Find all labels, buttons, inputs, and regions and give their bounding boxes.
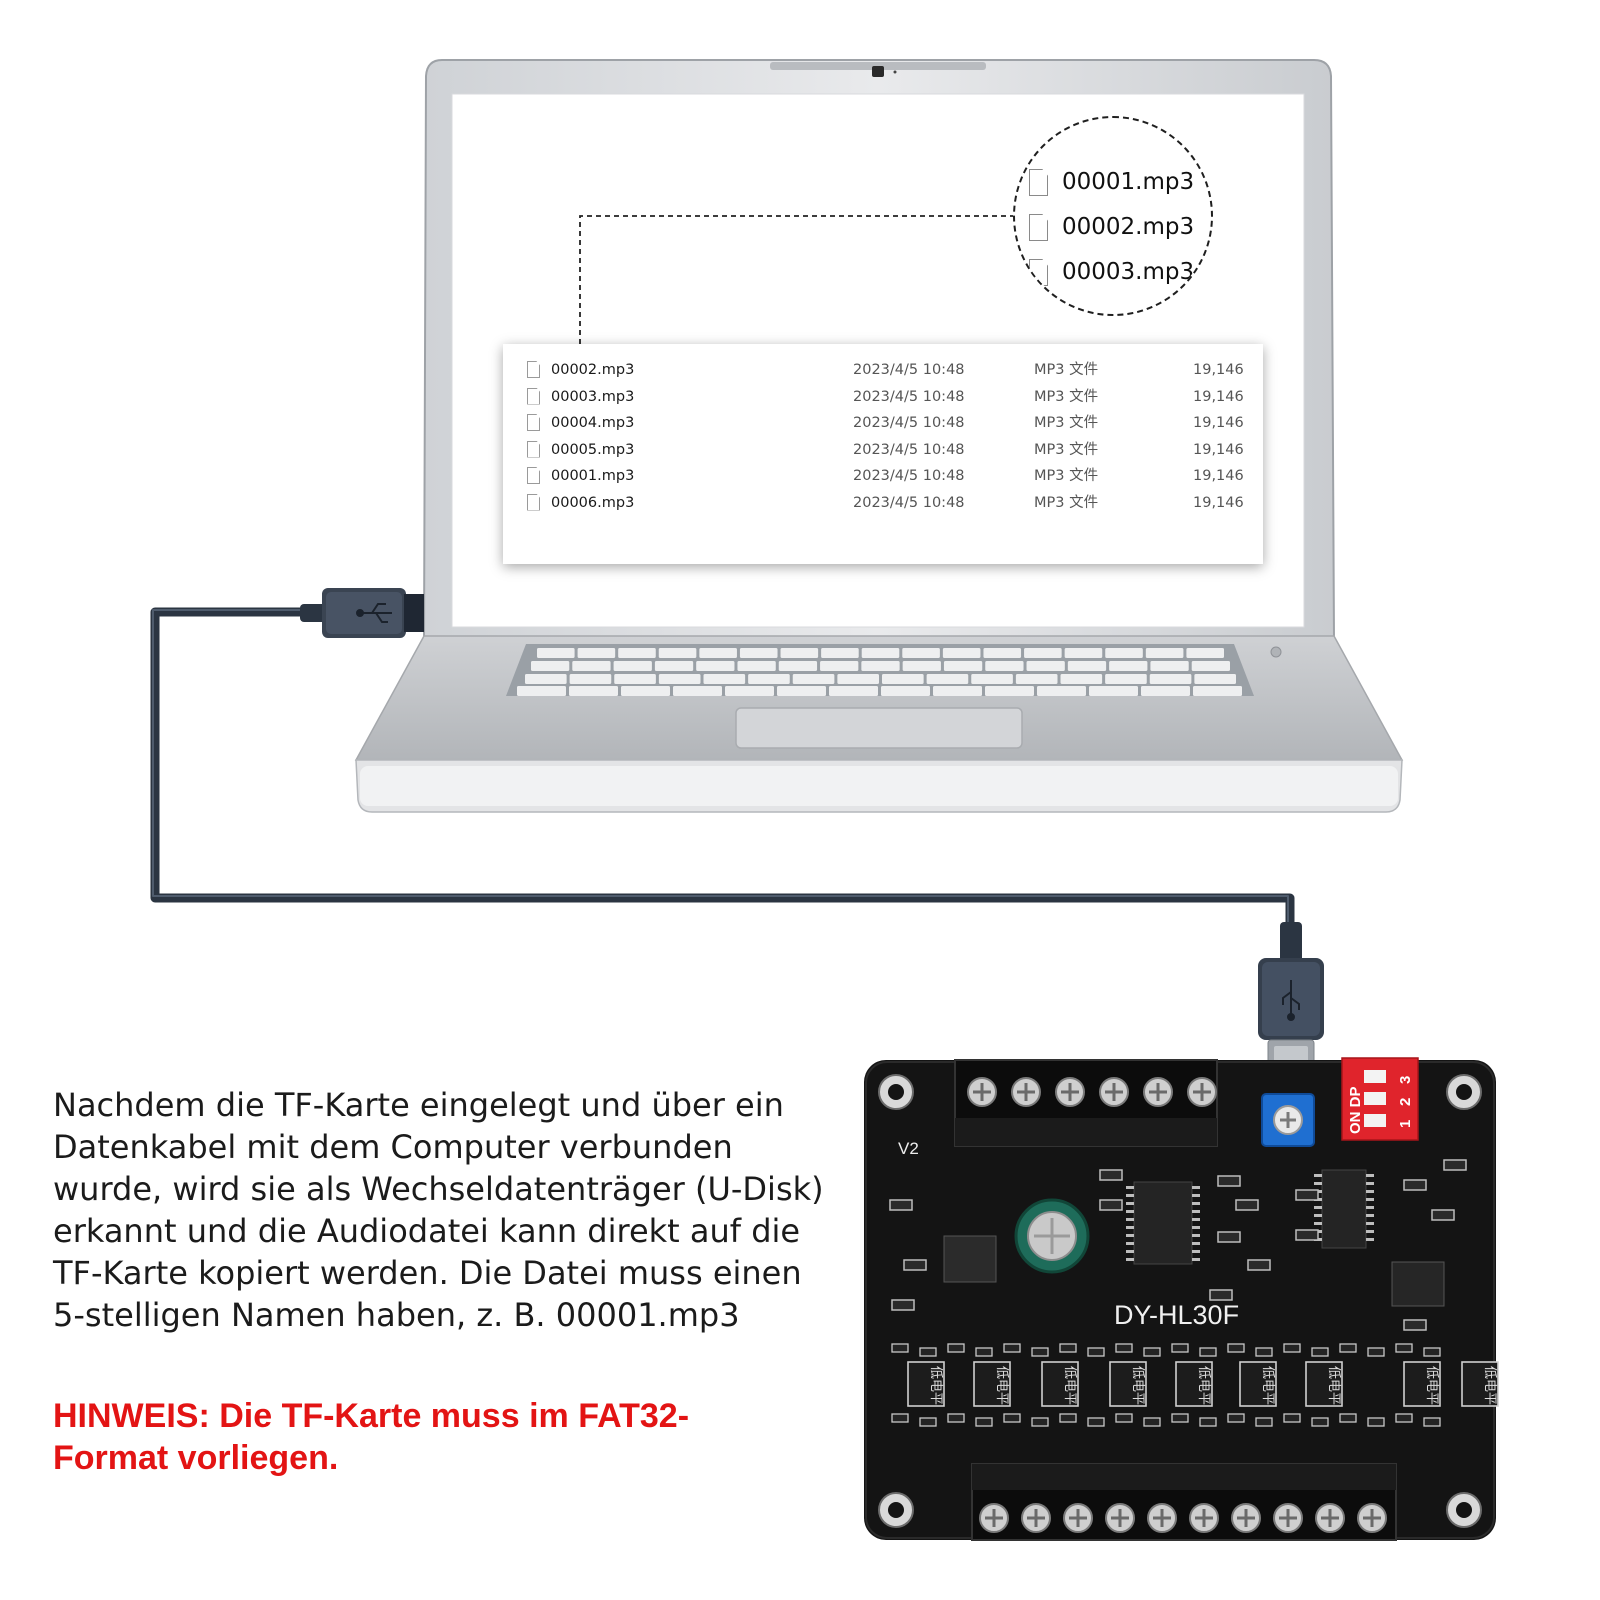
file-size: 19,146: [1193, 441, 1244, 458]
file-name: 00006.mp3: [551, 494, 635, 511]
file-icon: [527, 467, 540, 484]
file-icon: [1029, 169, 1048, 196]
file-type: MP3 文件: [1034, 415, 1099, 431]
input-ic: 低电平: [1109, 1361, 1147, 1407]
file-row[interactable]: 00001.mp3 2023/4/5 10:48 MP3 文件 19,146: [503, 463, 1263, 489]
dip-number-3: 3: [1397, 1076, 1414, 1084]
input-ic: 低电平: [1239, 1361, 1277, 1407]
input-ics: 低电平 低电平 低电平 低电平 低电平 低电平 低电平 低电平 低电平: [907, 1361, 1499, 1407]
dip-number-1: 1: [1397, 1120, 1414, 1128]
file-size: 19,146: [1193, 468, 1244, 484]
ic-label: 低电平: [994, 1366, 1009, 1405]
ic-label: 低电平: [1196, 1366, 1211, 1405]
ic-label: 低电平: [1424, 1366, 1439, 1405]
ic-label: 低电平: [1482, 1366, 1497, 1405]
file-name: 00002.mp3: [551, 362, 635, 378]
zoom-file-row: 00002.mp3: [1015, 207, 1211, 247]
board-version: V2: [898, 1139, 919, 1158]
input-ic: 低电平: [1305, 1361, 1343, 1407]
board-model: DY-HL30F: [1114, 1300, 1239, 1330]
file-icon: [527, 493, 540, 511]
description-text: Nachdem die TF-Karte eingelegt und über …: [53, 1086, 824, 1334]
input-ic: 低电平: [1461, 1361, 1499, 1407]
terminal-screws-top: [967, 1077, 1217, 1107]
dip-number-2: 2: [1397, 1098, 1414, 1106]
file-icon: [1029, 259, 1048, 286]
main-chip: [1133, 1181, 1193, 1265]
file-size: 19,146: [1193, 415, 1244, 431]
file-icon: [527, 414, 540, 431]
file-type: MP3 文件: [1034, 441, 1099, 458]
file-icon: [527, 440, 540, 458]
touchpad: [735, 707, 1023, 749]
ic-label: 低电平: [1062, 1366, 1077, 1405]
file-size: 19,146: [1193, 388, 1244, 405]
file-date: 2023/4/5 10:48: [853, 441, 965, 458]
ic-label: 低电平: [1326, 1366, 1341, 1405]
file-row[interactable]: 00006.mp3 2023/4/5 10:48 MP3 文件 19,146: [503, 490, 1263, 516]
input-ic: 低电平: [973, 1361, 1011, 1407]
file-icon: [527, 361, 540, 378]
file-name: 00001.mp3: [551, 468, 635, 484]
file-date: 2023/4/5 10:48: [853, 494, 965, 511]
file-date: 2023/4/5 10:48: [853, 468, 965, 484]
file-size: 19,146: [1193, 362, 1244, 378]
usb-icon: [356, 603, 392, 623]
file-icon: [527, 387, 540, 405]
zoom-file-name: 00003.mp3: [1062, 259, 1195, 285]
input-ic: 低电平: [1175, 1361, 1213, 1407]
file-type: MP3 文件: [1034, 468, 1099, 484]
file-type: MP3 文件: [1034, 494, 1099, 511]
dip-label: ON DP: [1347, 1086, 1364, 1134]
file-icon: [1029, 214, 1048, 241]
zoom-connector: [579, 215, 1015, 365]
file-type: MP3 文件: [1034, 362, 1099, 378]
keyboard: [517, 648, 1242, 696]
file-name: 00005.mp3: [551, 441, 635, 458]
note-text: HINWEIS: Die TF-Karte muss im FAT32-Form…: [53, 1397, 690, 1477]
input-ic: 低电平: [1403, 1361, 1441, 1407]
file-row[interactable]: 00004.mp3 2023/4/5 10:48 MP3 文件 19,146: [503, 410, 1263, 436]
file-date: 2023/4/5 10:48: [853, 362, 965, 378]
file-size: 19,146: [1193, 494, 1244, 511]
terminal-screws-bottom: [979, 1503, 1387, 1533]
input-ic: 低电平: [1041, 1361, 1079, 1407]
usb-icon-plug: [1282, 980, 1300, 1021]
smd-components: [889, 1159, 1467, 1427]
power-button-icon: [1270, 646, 1282, 658]
zoom-file-row: 00003.mp3: [1015, 252, 1211, 292]
ic-label: 低电平: [928, 1366, 943, 1405]
webcam-icon: [872, 66, 884, 77]
zoom-file-name: 00001.mp3: [1062, 169, 1195, 195]
file-name: 00004.mp3: [551, 415, 635, 431]
amp-chip: [1321, 1169, 1367, 1249]
zoom-file-row: 00001.mp3: [1015, 162, 1211, 202]
zoom-file-name: 00002.mp3: [1062, 214, 1195, 240]
ic-label: 低电平: [1130, 1366, 1145, 1405]
file-row[interactable]: 00002.mp3 2023/4/5 10:48 MP3 文件 19,146: [503, 357, 1263, 383]
file-date: 2023/4/5 10:48: [853, 415, 965, 431]
ic-label: 低电平: [1260, 1366, 1275, 1405]
file-row[interactable]: 00003.mp3 2023/4/5 10:48 MP3 文件 19,146: [503, 384, 1263, 410]
input-ic: 低电平: [907, 1361, 945, 1407]
zoom-circle: 00001.mp3 00002.mp3 00003.mp3: [1013, 116, 1213, 316]
file-name: 00003.mp3: [551, 388, 635, 405]
file-row[interactable]: 00005.mp3 2023/4/5 10:48 MP3 文件 19,146: [503, 437, 1263, 463]
file-date: 2023/4/5 10:48: [853, 388, 965, 405]
regulator: [943, 1235, 997, 1283]
pcb-board: ON DP 1 2 3 V2 DY-HL30F 低电平低电平低电平低电平低电平低…: [864, 1057, 1499, 1541]
file-type: MP3 文件: [1034, 388, 1099, 405]
